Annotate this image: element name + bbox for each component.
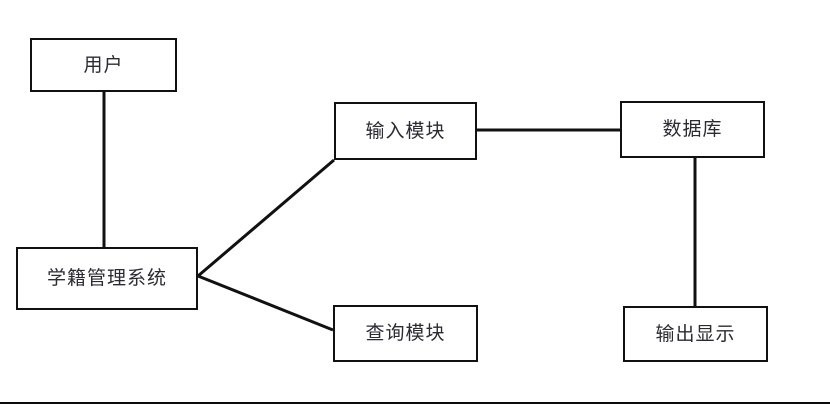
- node-system[interactable]: 学籍管理系统: [16, 247, 198, 310]
- node-input-module-label: 输入模块: [365, 120, 446, 142]
- node-query-module[interactable]: 查询模块: [333, 305, 478, 362]
- node-system-label: 学籍管理系统: [46, 268, 167, 289]
- connector-system-input: [197, 158, 335, 278]
- connector-system-query: [197, 274, 334, 332]
- footer-divider: [0, 402, 830, 404]
- node-output-display-label: 输出显示: [655, 323, 736, 345]
- node-user-label: 用户: [83, 54, 124, 76]
- node-query-module-label: 查询模块: [365, 323, 446, 344]
- node-database[interactable]: 数据库: [620, 101, 765, 158]
- node-database-label: 数据库: [662, 119, 723, 140]
- node-user[interactable]: 用户: [30, 38, 177, 92]
- node-input-module[interactable]: 输入模块: [334, 102, 477, 160]
- node-output-display[interactable]: 输出显示: [623, 306, 768, 362]
